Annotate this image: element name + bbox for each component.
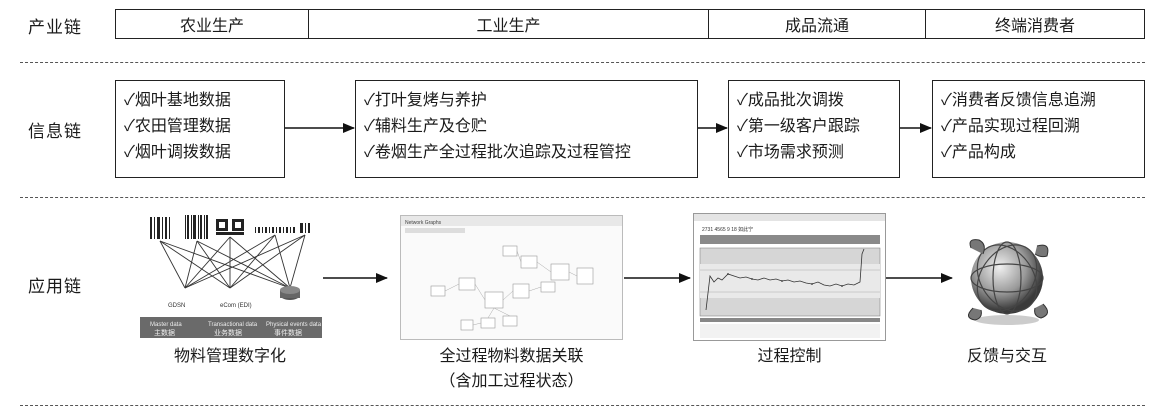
info-item: ✓烟叶基地数据	[124, 90, 231, 109]
stage-bar: 农业生产 工业生产 成品流通 终端消费者	[115, 9, 1145, 39]
info-item: ✓第一级客户跟踪	[737, 116, 860, 135]
info-box-agriculture: ✓烟叶基地数据 ✓农田管理数据 ✓烟叶调拨数据	[115, 80, 285, 178]
control-chart-image: 2731 4565 9 18 如此宁	[694, 214, 885, 338]
globe-icon	[968, 239, 1049, 325]
barcode-network-image: GDSN eCom (EDI) Master data Transactiona…	[140, 213, 322, 337]
network-graph-image: Network Graphs	[401, 216, 622, 331]
caption-feedback: 反馈与交互	[966, 346, 1047, 365]
separator-1	[20, 62, 1145, 63]
label-ecom: eCom (EDI)	[220, 303, 252, 309]
info-item: ✓打叶复烤与养护	[364, 90, 487, 109]
info-box-distribution: ✓成品批次调拨 ✓第一级客户跟踪 ✓市场需求预测	[728, 80, 900, 178]
footer-transactional-cn: 业务数据	[214, 328, 242, 337]
footer-physical: Physical events data	[266, 322, 322, 328]
graph-title: Network Graphs	[405, 220, 442, 226]
thumb-data-association: Network Graphs	[400, 215, 623, 340]
caption-material-management: 物料管理数字化	[173, 346, 286, 365]
footer-master-cn: 主数据	[154, 328, 175, 337]
info-item: ✓市场需求预测	[737, 142, 844, 161]
info-box-industrial: ✓打叶复烤与养护 ✓辅料生产及仓贮 ✓卷烟生产全过程批次追踪及过程管控	[355, 80, 698, 178]
footer-transactional: Transactional data	[208, 322, 258, 328]
caption-process-control: 过程控制	[757, 346, 822, 365]
info-item: ✓烟叶调拨数据	[124, 142, 231, 161]
info-item: ✓成品批次调拨	[737, 90, 844, 109]
stage-distribution: 成品流通	[709, 10, 926, 38]
row-label-info-chain: 信息链	[28, 122, 82, 142]
info-item: ✓卷烟生产全过程批次追踪及过程管控	[364, 142, 631, 161]
separator-3	[20, 405, 1145, 406]
info-item: ✓产品实现过程回溯	[941, 116, 1080, 135]
row-label-industry-chain: 产业链	[28, 18, 82, 38]
row-label-app-chain: 应用链	[28, 277, 82, 297]
chart-header: 2731 4565 9 18 如此宁	[702, 226, 753, 233]
stage-industrial: 工业生产	[309, 10, 709, 38]
thumb-material-management: GDSN eCom (EDI) Master data Transactiona…	[140, 213, 322, 338]
stage-agriculture: 农业生产	[116, 10, 309, 38]
caption-data-association-note: （含加工过程状态）	[439, 371, 584, 390]
label-gdsn: GDSN	[168, 303, 185, 309]
stage-consumer: 终端消费者	[994, 16, 1075, 35]
thumb-feedback	[957, 228, 1057, 328]
info-item: ✓消费者反馈信息追溯	[941, 90, 1096, 109]
info-item: ✓辅料生产及仓贮	[364, 116, 487, 135]
info-box-consumer: ✓消费者反馈信息追溯 ✓产品实现过程回溯 ✓产品构成	[932, 80, 1145, 178]
info-item: ✓农田管理数据	[124, 116, 231, 135]
footer-master: Master data	[150, 322, 182, 328]
separator-2	[20, 197, 1145, 198]
caption-data-association: 全过程物料数据关联	[439, 346, 584, 365]
footer-physical-cn: 事件数据	[274, 328, 302, 337]
info-item: ✓产品构成	[941, 142, 1016, 161]
thumb-process-control: 2731 4565 9 18 如此宁	[693, 213, 886, 341]
